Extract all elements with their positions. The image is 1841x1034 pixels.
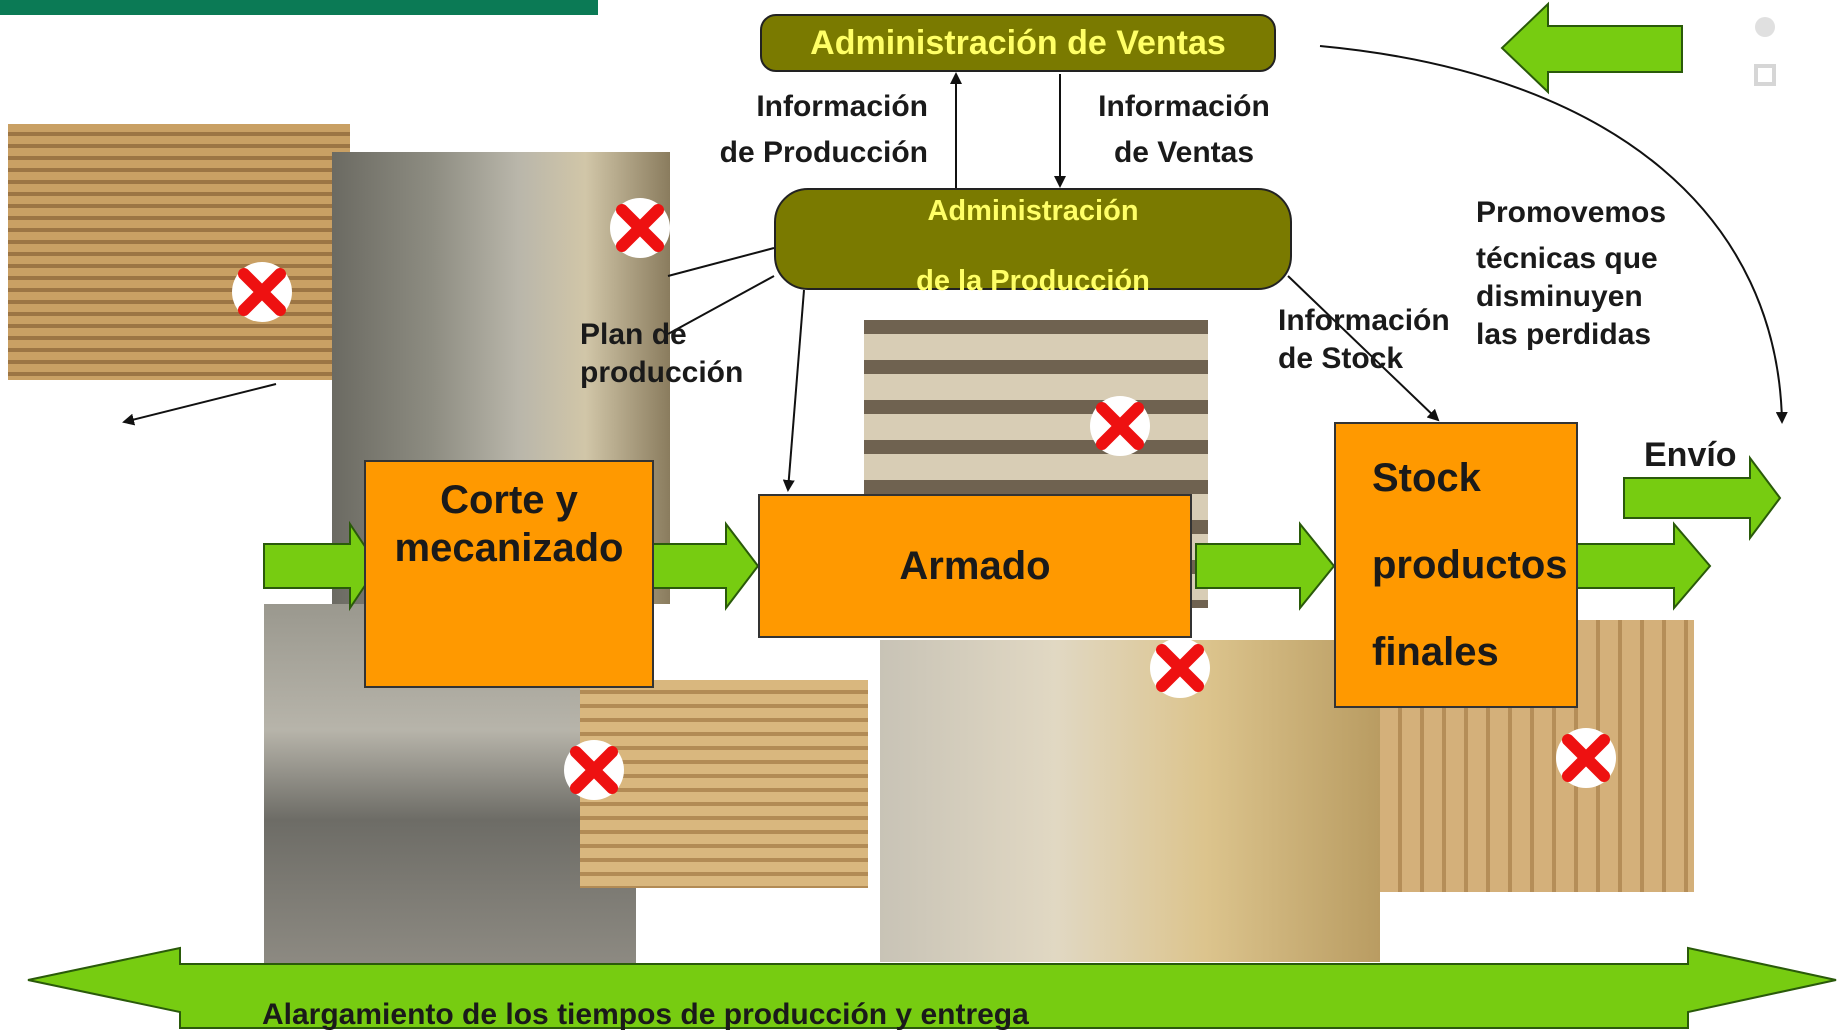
waste-cross-icon <box>1556 728 1616 788</box>
arrow-info-stock <box>1287 275 1440 422</box>
corte-label-line1: Corte y <box>440 478 578 522</box>
envio-text: Envío <box>1644 436 1737 474</box>
info-stock-line1: Información <box>1278 304 1450 337</box>
promo-line2: técnicas que <box>1476 242 1658 275</box>
envio-label: Envío <box>1644 436 1737 474</box>
waste-cross-icon <box>564 740 624 800</box>
curve-ventas-envio <box>1319 45 1788 424</box>
waste-cross-icon <box>1090 396 1150 456</box>
info-ventas-line1: Información <box>1098 90 1270 123</box>
admin-produccion-line1: Administración <box>927 195 1139 227</box>
info-ventas-label: Información de Ventas <box>1084 84 1284 176</box>
info-produccion-label: Información de Producción <box>692 84 928 176</box>
info-produccion-line2: de Producción <box>719 136 928 169</box>
waste-cross-icon <box>610 198 670 258</box>
waste-cross-icon <box>1150 638 1210 698</box>
corte-label-line2: mecanizado <box>394 526 624 570</box>
slide-square-icon <box>1754 64 1776 86</box>
promo-line4: las perdidas <box>1476 318 1652 351</box>
photo-lumber-stacks <box>8 124 350 380</box>
armado-box: Armado <box>758 494 1192 638</box>
info-stock-label: Información de Stock <box>1278 302 1450 378</box>
bottom-caption-text: Alargamiento de los tiempos de producció… <box>262 998 1029 1031</box>
back-arrow-top-right <box>1500 1 1683 95</box>
photo-assembly-worker <box>880 640 1380 962</box>
waste-cross-icon <box>232 262 292 322</box>
info-stock-line2: de Stock <box>1278 342 1404 375</box>
info-ventas-line2: de Ventas <box>1113 136 1255 169</box>
promo-label: Promovemos técnicas que disminuyen las p… <box>1476 194 1666 354</box>
flow-arrow-armado-stock <box>1195 521 1336 611</box>
flow-arrow-stock-out <box>1575 521 1712 611</box>
promo-line1: Promovemos <box>1476 196 1667 229</box>
line-plan-1 <box>667 247 775 277</box>
armado-label: Armado <box>899 543 1051 588</box>
flow-arrow-corte-armado <box>635 521 760 611</box>
slide-bullet-icon <box>1755 17 1775 37</box>
info-produccion-line1: Información <box>756 90 928 123</box>
timeline-double-arrow <box>27 946 1837 1029</box>
stock-label-line3: finales <box>1372 629 1499 674</box>
admin-ventas-box: Administración de Ventas <box>760 14 1276 72</box>
admin-ventas-label: Administración de Ventas <box>810 24 1226 62</box>
stock-label-line2: productos <box>1372 542 1568 587</box>
plan-produccion-label: Plan de producción <box>580 316 743 392</box>
flow-arrow-in <box>263 520 380 612</box>
stock-label-line1: Stock <box>1372 455 1481 500</box>
admin-produccion-line2: de la Producción <box>916 265 1150 297</box>
photo-workshop-stacks <box>580 680 868 888</box>
plan-line2: producción <box>580 356 744 389</box>
corte-mecanizado-box: Corte y mecanizado <box>364 460 654 688</box>
line-plan-2 <box>667 275 775 335</box>
arrow-lumber-out <box>122 383 277 426</box>
admin-produccion-box: Administración de la Producción <box>774 188 1292 297</box>
promo-line3: disminuyen <box>1476 280 1643 313</box>
envio-arrow <box>1623 455 1782 541</box>
bottom-caption: Alargamiento de los tiempos de producció… <box>262 996 1029 1034</box>
top-accent-bar <box>0 0 598 15</box>
plan-line1: Plan de <box>580 318 687 351</box>
arrow-plan-armado <box>782 289 805 492</box>
stock-productos-box: Stock productos finales <box>1334 422 1578 708</box>
